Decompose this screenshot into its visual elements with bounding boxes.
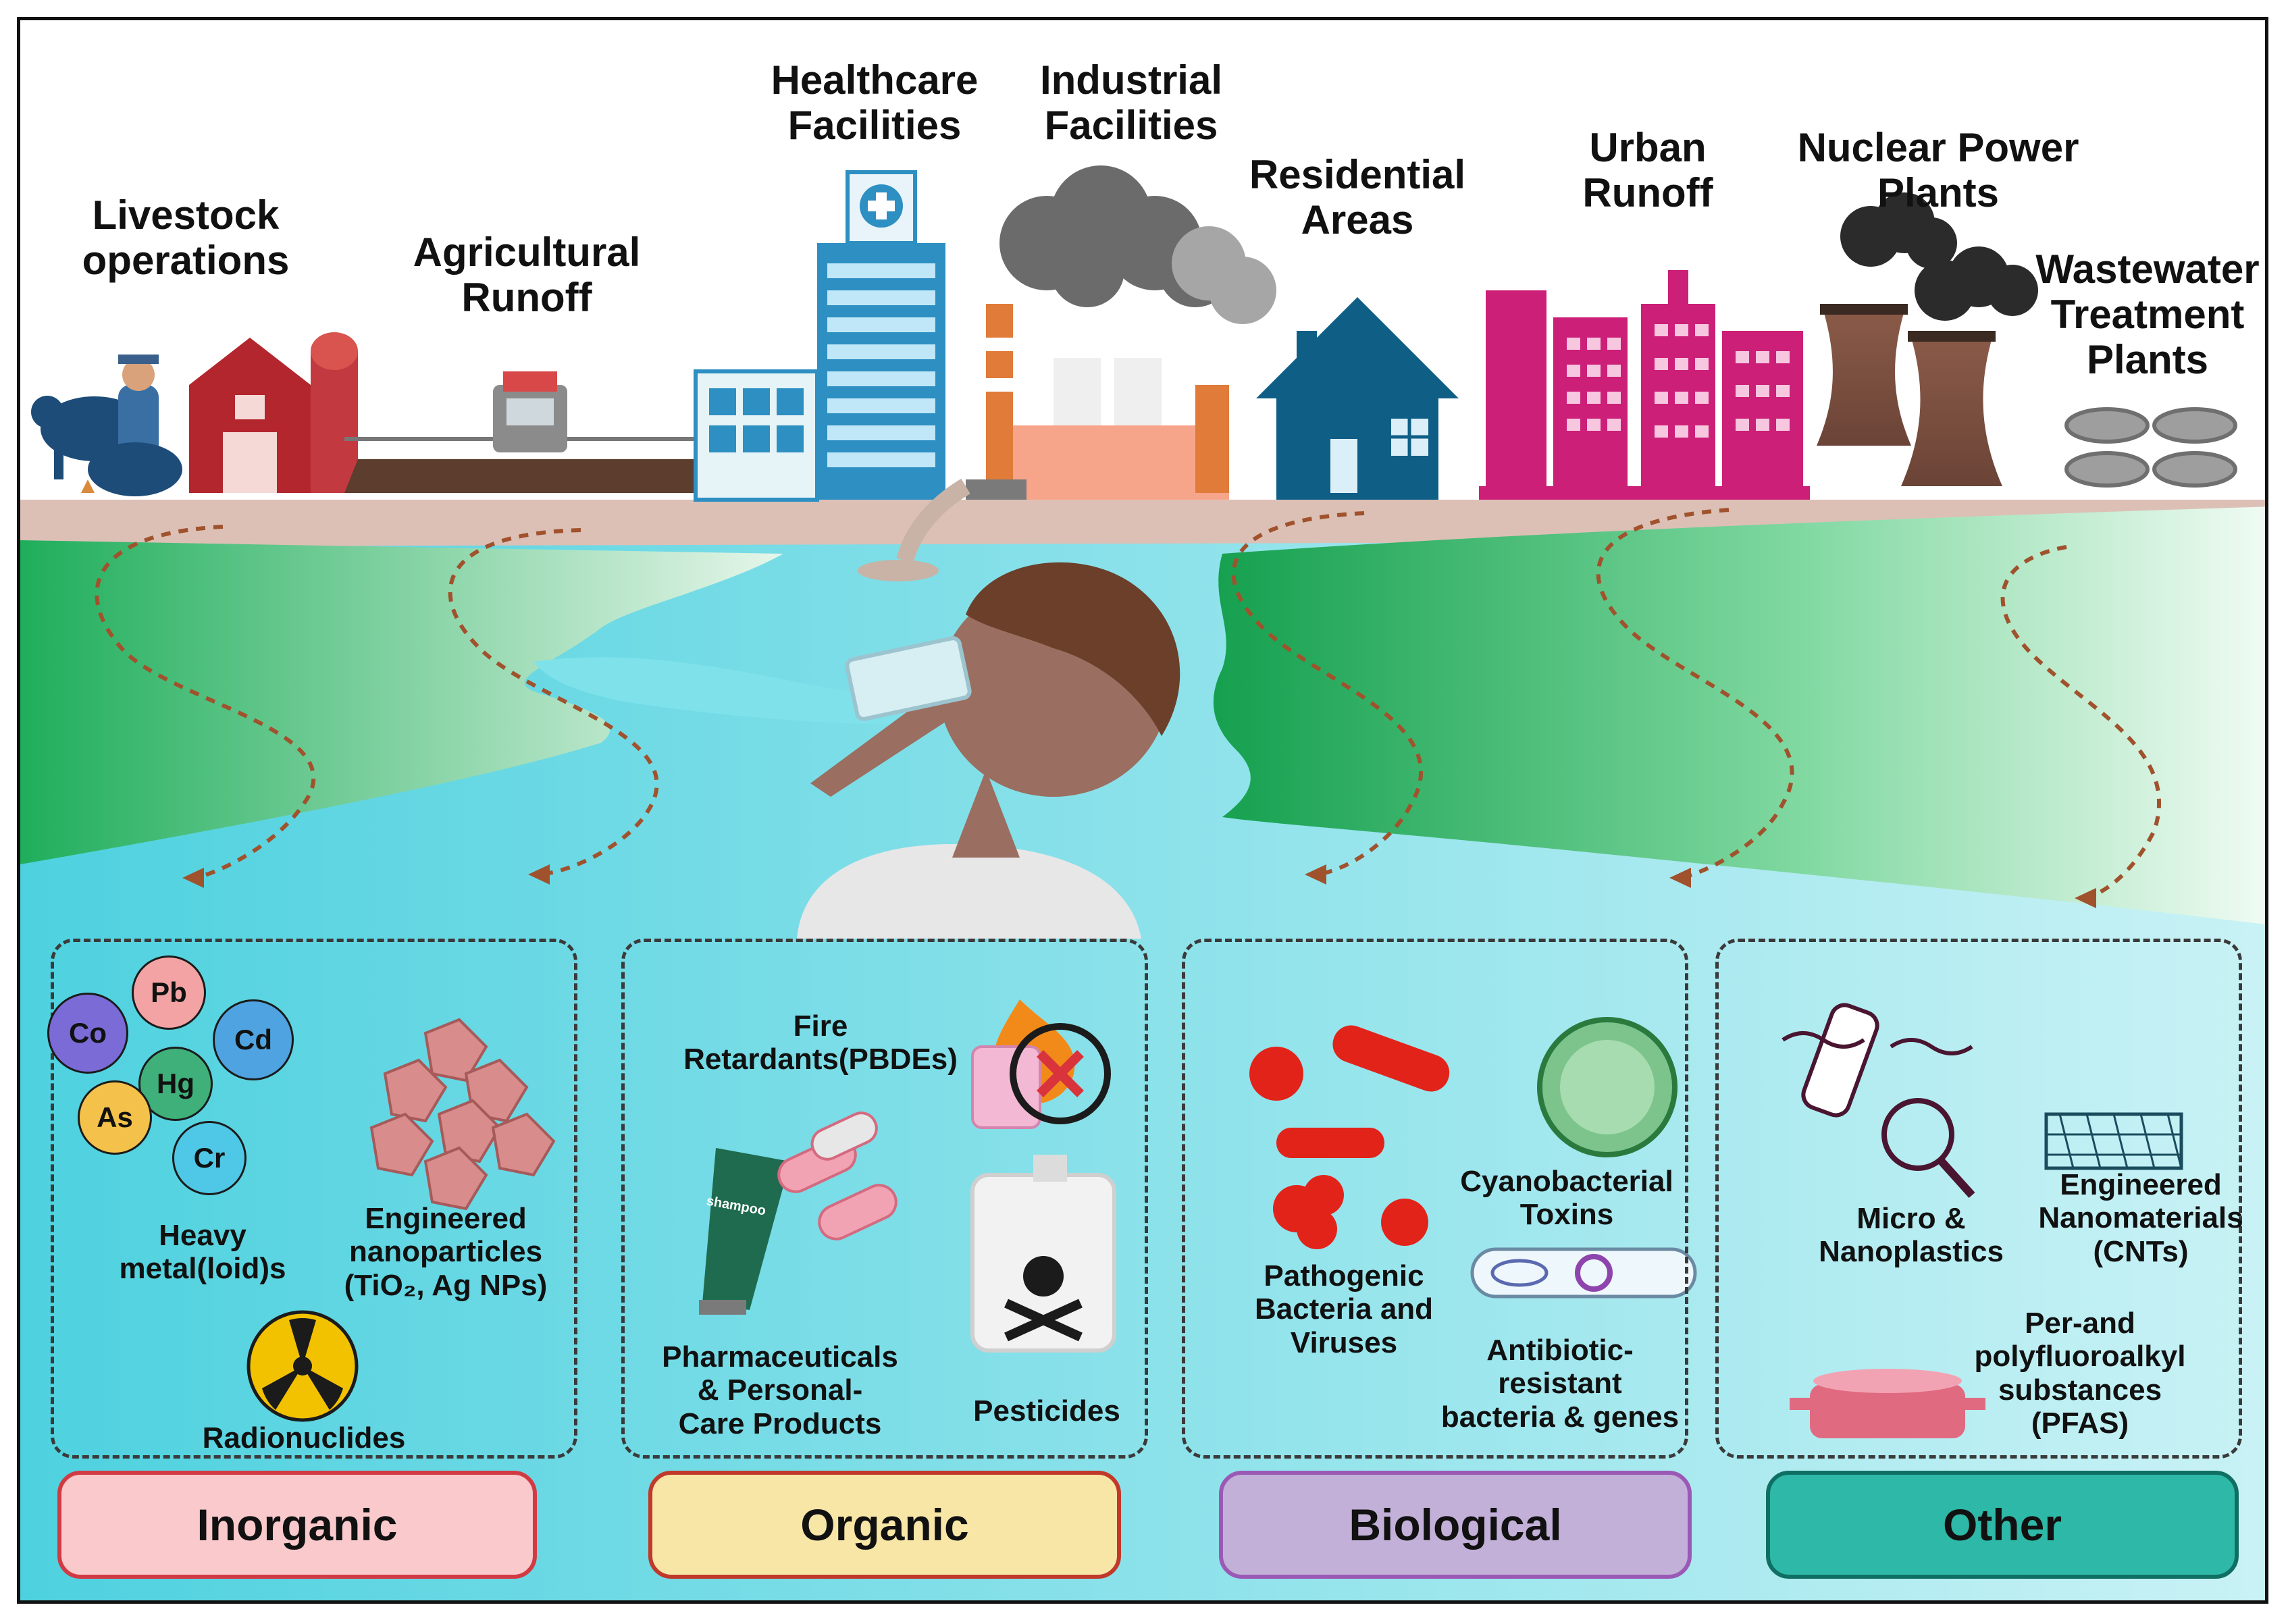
nanoparticle-cluster [369, 1018, 556, 1211]
healthcare-label: Healthcare Facilities [771, 57, 979, 149]
biological-box [1182, 939, 1688, 1459]
pesticides-label: Pesticides [973, 1394, 1120, 1427]
right-bank [1213, 506, 2265, 924]
pill-capsules [777, 1111, 898, 1240]
antibiotic-label: Antibiotic- resistant bacteria & genes [1440, 1334, 1680, 1434]
urban-illustration [1479, 270, 1810, 500]
person-drinking [797, 562, 1180, 939]
biological-category[interactable]: Biological [1219, 1471, 1692, 1579]
healthcare-illustration [694, 170, 945, 502]
arrow-heads [182, 864, 2096, 908]
cyanobacteria-icon [1537, 1017, 1678, 1157]
metal-as: As [78, 1080, 152, 1155]
discharge-outflow [896, 478, 970, 563]
pfas-label: Per-and polyfluoroalkyl substances (PFAS… [1974, 1307, 2186, 1440]
radiation-symbol [246, 1310, 359, 1422]
residential-label: Residential Areas [1249, 152, 1466, 243]
organic-box [621, 939, 1148, 1459]
residential-illustration [1256, 297, 1459, 500]
other-category[interactable]: Other [1766, 1471, 2239, 1579]
wastewater-label: Wastewater Treatment Plants [2035, 246, 2260, 383]
metal-pb: Pb [132, 955, 206, 1030]
pathogenic-label: Pathogenic Bacteria and Viruses [1254, 1259, 1434, 1359]
cnt-mesh-icon [2044, 1112, 2183, 1170]
microplastic-bottle-icon [1782, 1003, 1975, 1199]
livestock-illustration [31, 332, 358, 496]
nanoparticles-label: Engineered nanoparticles (TiO₂, Ag NPs) [344, 1202, 548, 1302]
microplastics-label: Micro & Nanoplastics [1819, 1202, 2004, 1269]
nonstick-pan-icon [1790, 1369, 1985, 1438]
industrial-illustration [966, 165, 1276, 500]
heavy-metals-label: Heavy metal(loid)s [119, 1219, 286, 1286]
cyanobacterial-label: Cyanobacterial Toxins [1460, 1165, 1673, 1232]
pharmaceuticals-label: Pharmaceuticals & Personal- Care Product… [662, 1340, 898, 1440]
nuclear-illustration [1817, 192, 2038, 486]
nuclear-label: Nuclear Power Plants [1797, 125, 2079, 216]
livestock-label: Livestock operations [82, 192, 290, 284]
runoff-arrows [95, 508, 2161, 900]
metal-co: Co [47, 993, 128, 1074]
organic-category[interactable]: Organic [648, 1471, 1121, 1579]
petri-dish-icon [1470, 1247, 1697, 1299]
agriculture-illustration [344, 371, 702, 493]
other-box [1715, 939, 2242, 1459]
left-bank [20, 540, 783, 864]
shampoo-tube-icon [699, 1148, 790, 1315]
scene-illustration [20, 165, 2265, 1600]
urban-label: Urban Runoff [1582, 125, 1713, 216]
inorganic-box [51, 939, 577, 1459]
metal-cd: Cd [213, 999, 294, 1080]
fire-retardant-icon [971, 999, 1111, 1129]
wastewater-illustration [2064, 407, 2237, 488]
fire-retardants-label: Fire Retardants(PBDEs) [683, 1010, 958, 1076]
metal-cr: Cr [172, 1121, 246, 1195]
inorganic-category[interactable]: Inorganic [57, 1471, 537, 1579]
figure-frame: Livestock operations Agricultural Runoff… [17, 17, 2268, 1604]
pesticide-jug-icon [970, 1155, 1116, 1353]
industrial-label: Industrial Facilities [1039, 57, 1223, 149]
nanomaterials-label: Engineered Nanomaterials (CNTs) [2038, 1168, 2243, 1268]
agricultural-label: Agricultural Runoff [413, 230, 641, 321]
pathogen-icons [1249, 1025, 1450, 1249]
radionuclides-label: Radionuclides [202, 1421, 406, 1455]
